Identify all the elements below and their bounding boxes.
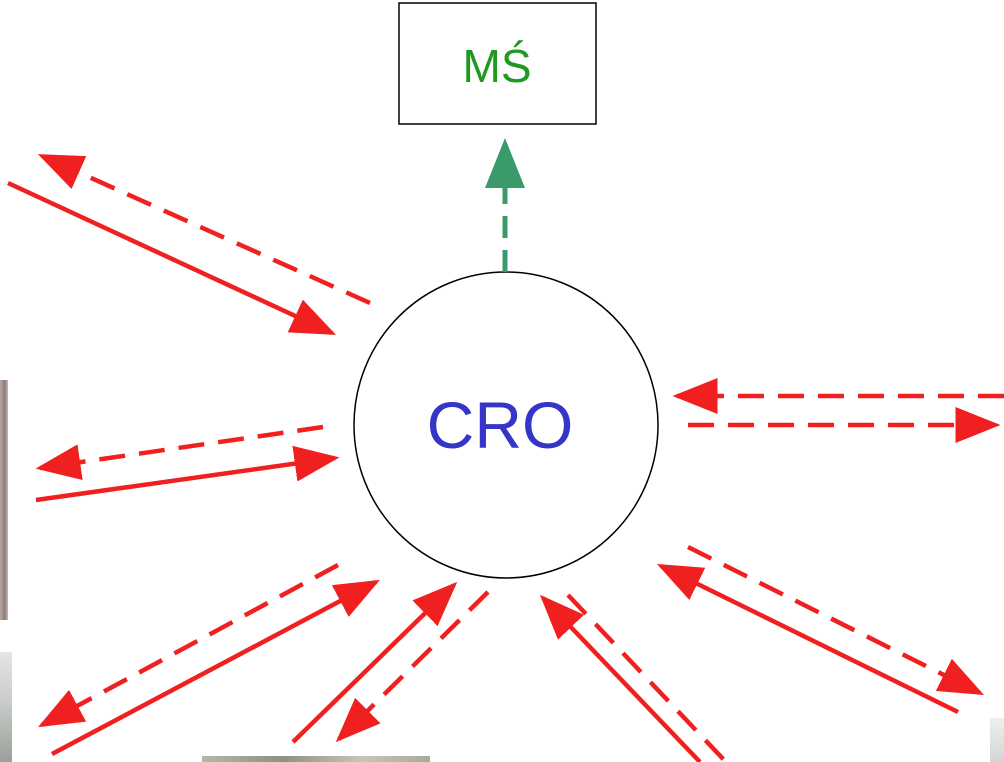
arrow-upper-left-dashed — [37, 153, 371, 306]
arrow-left-middle-solid — [35, 445, 340, 503]
ms-box — [398, 2, 597, 125]
photo-left-middle — [0, 380, 8, 620]
photo-right-bottom — [990, 718, 1004, 762]
photo-left-bottom — [0, 652, 12, 762]
arrow-bottom-right-dashed — [566, 593, 728, 762]
ms-label: MŚ — [463, 40, 532, 92]
cro-label: CRO — [427, 388, 574, 462]
arrow-lower-right-dashed — [686, 544, 985, 696]
arrow-lower-right-solid — [656, 563, 959, 715]
arrow-upper-left-solid — [7, 180, 337, 336]
arrow-lower-left-solid — [50, 579, 380, 756]
arrow-lower-left-dashed — [38, 563, 340, 728]
ms-node: MŚ — [398, 2, 597, 125]
photo-bottom-center — [202, 756, 430, 762]
cro-node: CRO — [353, 271, 659, 579]
arrow-bottom-right-solid — [539, 594, 702, 762]
arrow-bottom-center-solid — [291, 581, 458, 744]
arrow-left-middle-dashed — [35, 424, 324, 481]
arrow-bottom-center-dashed — [335, 590, 490, 743]
